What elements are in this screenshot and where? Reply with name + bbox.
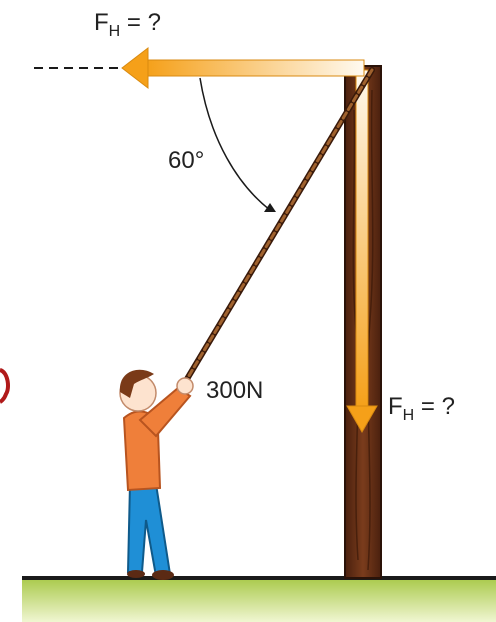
person-pulling-rope-icon [119,369,194,580]
angle-label: 60° [168,147,204,174]
rope [181,67,375,387]
horizontal-force-arrow [121,46,365,90]
right-force-label: FH = ? [388,393,455,424]
ground [22,578,496,622]
top-force-label: FH = ? [94,9,161,40]
angle-arc [199,77,276,212]
tension-label: 300N [206,377,263,404]
cropped-marker [0,368,10,404]
